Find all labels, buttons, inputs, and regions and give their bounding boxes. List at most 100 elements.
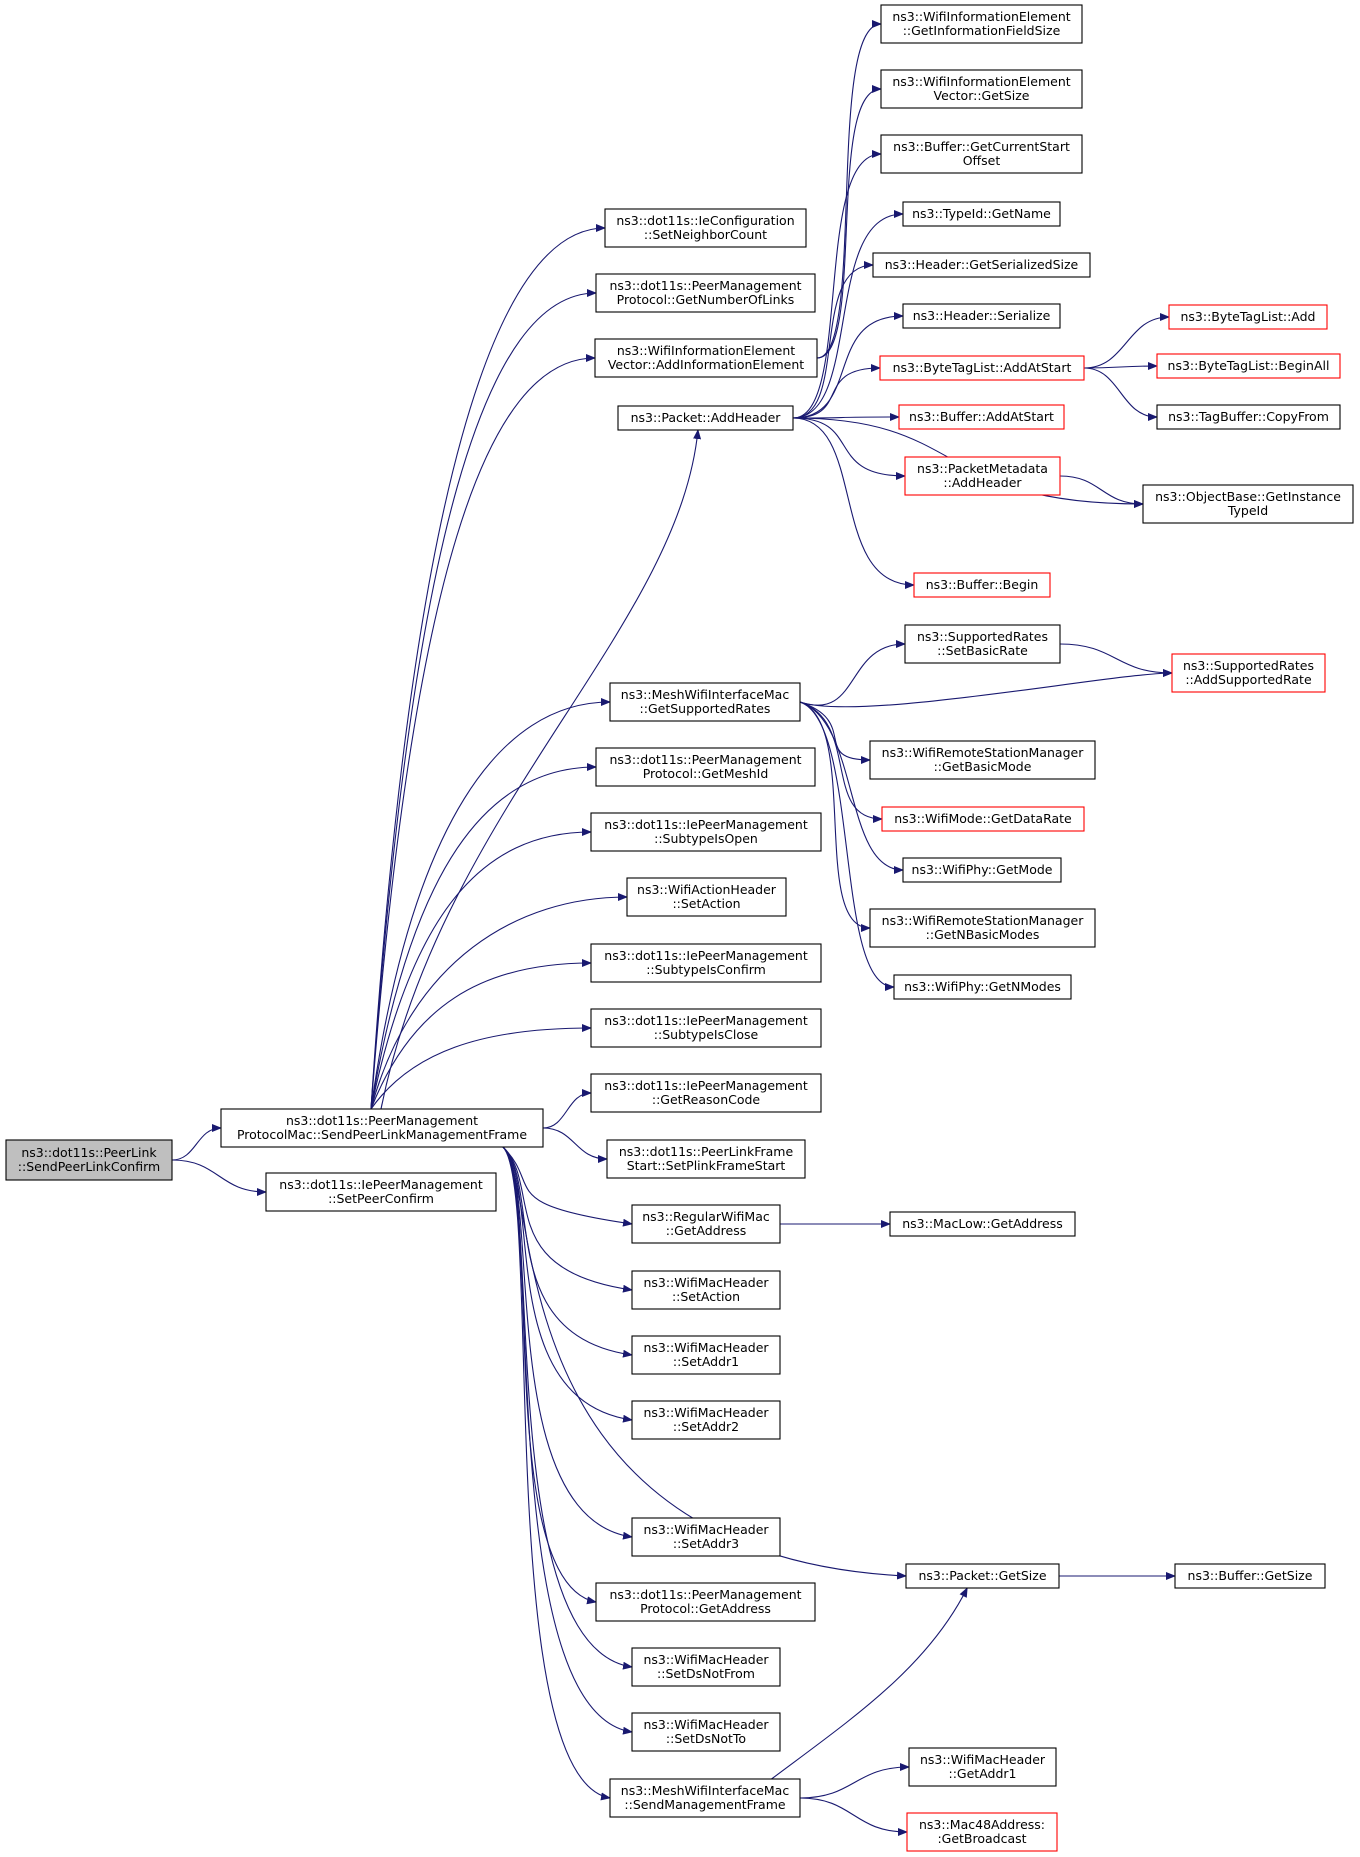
- node-box: [879, 355, 1085, 381]
- graph-node-pmaddheader[interactable]: ns3::PacketMetadata::AddHeader: [904, 456, 1061, 496]
- node-label-line: ns3::WifiInformationElement: [892, 74, 1070, 89]
- node-box: [595, 1582, 816, 1622]
- node-box: [631, 1712, 781, 1752]
- graph-node-setbasicrate[interactable]: ns3::SupportedRates::SetBasicRate: [904, 624, 1061, 664]
- graph-node-setdsnotto[interactable]: ns3::WifiMacHeader::SetDsNotTo: [631, 1712, 781, 1752]
- graph-node-setplinkframestart[interactable]: ns3::dot11s::PeerLinkFrameStart::SetPlin…: [606, 1139, 806, 1179]
- node-label-line: ns3::dot11s::IePeerManagement: [604, 1078, 808, 1093]
- call-edge-smf-to-addinfo: [370, 354, 596, 1110]
- node-label-line: ::GetNBasicModes: [926, 927, 1040, 942]
- graph-node-getmeshid[interactable]: ns3::dot11s::PeerManagementProtocol::Get…: [595, 747, 816, 787]
- node-box: [631, 1204, 781, 1244]
- graph-node-sendmgmtframe[interactable]: ns3::MeshWifiInterfaceMac::SendManagemen…: [609, 1778, 801, 1818]
- graph-node-subtypeisopen[interactable]: ns3::dot11s::IePeerManagement::SubtypeIs…: [590, 812, 822, 852]
- node-label-line: ns3::ObjectBase::GetInstance: [1155, 489, 1341, 504]
- node-box: [631, 1335, 781, 1375]
- graph-node-getbasicmode[interactable]: ns3::WifiRemoteStationManager::GetBasicM…: [869, 740, 1096, 780]
- graph-node-setdsnotfrom[interactable]: ns3::WifiMacHeader::SetDsNotFrom: [631, 1647, 781, 1687]
- node-box: [606, 1139, 806, 1179]
- graph-node-getinfofieldsize[interactable]: ns3::WifiInformationElement::GetInformat…: [880, 4, 1083, 44]
- graph-node-getnbasicmodes[interactable]: ns3::WifiRemoteStationManager::GetNBasic…: [869, 908, 1096, 948]
- node-box: [880, 69, 1083, 109]
- graph-node-setaddr2[interactable]: ns3::WifiMacHeader::SetAddr2: [631, 1400, 781, 1440]
- graph-node-bufferaddatstart[interactable]: ns3::Buffer::AddAtStart: [898, 404, 1065, 430]
- node-label-line: ns3::dot11s::IePeerManagement: [604, 1013, 808, 1028]
- graph-node-pmpgetaddress[interactable]: ns3::dot11s::PeerManagementProtocol::Get…: [595, 1582, 816, 1622]
- call-edge-smf-to-actionsetaction: [370, 893, 628, 1110]
- call-edge-root-to-setpeerconfirm: [171, 1159, 267, 1196]
- graph-node-setaddr3[interactable]: ns3::WifiMacHeader::SetAddr3: [631, 1517, 781, 1557]
- graph-node-regulargetaddress[interactable]: ns3::RegularWifiMac::GetAddress: [631, 1204, 781, 1244]
- graph-node-setpeerconfirm[interactable]: ns3::dot11s::IePeerManagement::SetPeerCo…: [265, 1172, 497, 1212]
- node-label-line: ns3::dot11s::PeerManagement: [609, 278, 801, 293]
- graph-node-machdrsetaction[interactable]: ns3::WifiMacHeader::SetAction: [631, 1270, 781, 1310]
- node-box: [904, 624, 1061, 664]
- node-label-line: ns3::WifiPhy::GetNModes: [904, 979, 1061, 994]
- graph-node-tagbuffercopyfrom[interactable]: ns3::TagBuffer::CopyFrom: [1156, 404, 1341, 430]
- graph-node-getbroadcast[interactable]: ns3::Mac48Address::GetBroadcast: [906, 1812, 1058, 1852]
- call-edge-addheader-to-bufferbegin: [792, 417, 915, 589]
- node-label-line: ::SendManagementFrame: [624, 1797, 786, 1812]
- node-label-line: ::SetAction: [672, 1289, 740, 1304]
- graph-node-actionsetaction[interactable]: ns3::WifiActionHeader::SetAction: [626, 877, 787, 917]
- call-edge-addheader-to-typeidgetname: [792, 210, 904, 419]
- graph-node-headerserialize[interactable]: ns3::Header::Serialize: [902, 303, 1061, 329]
- graph-node-packetgetsize[interactable]: ns3::Packet::GetSize: [905, 1563, 1060, 1589]
- graph-node-btlbeginall[interactable]: ns3::ByteTagList::BeginAll: [1156, 353, 1341, 379]
- node-label-line: ns3::WifiActionHeader: [637, 882, 777, 897]
- graph-node-bufferbegin[interactable]: ns3::Buffer::Begin: [913, 572, 1051, 598]
- graph-node-subtypeisconfirm[interactable]: ns3::dot11s::IePeerManagement::SubtypeIs…: [590, 943, 822, 983]
- call-edge-addinfo-to-getinfofieldsize: [816, 20, 882, 359]
- graph-node-getdatarate[interactable]: ns3::WifiMode::GetDataRate: [881, 806, 1085, 832]
- node-label-line: ns3::TagBuffer::CopyFrom: [1168, 409, 1329, 424]
- call-edge-btladdatstart-to-btlbeginall: [1083, 362, 1158, 371]
- node-box: [869, 740, 1096, 780]
- node-label-line: ::SetPeerConfirm: [328, 1191, 434, 1206]
- node-label-line: Vector::AddInformationElement: [608, 357, 804, 372]
- call-edge-smf-to-machdrsetaction: [502, 1146, 633, 1293]
- graph-node-getaddr1[interactable]: ns3::WifiMacHeader::GetAddr1: [908, 1747, 1057, 1787]
- graph-node-addheader[interactable]: ns3::Packet::AddHeader: [617, 405, 794, 431]
- node-box: [913, 572, 1051, 598]
- node-box: [590, 1073, 822, 1113]
- graph-node-getnmodes[interactable]: ns3::WifiPhy::GetNModes: [893, 974, 1072, 1000]
- node-label-line: ::SendPeerLinkConfirm: [18, 1159, 160, 1174]
- graph-node-maclowgetaddress[interactable]: ns3::MacLow::GetAddress: [889, 1211, 1076, 1237]
- graph-node-getsupportedrates[interactable]: ns3::MeshWifiInterfaceMac::GetSupportedR…: [609, 682, 801, 722]
- node-label-line: ns3::dot11s::IeConfiguration: [616, 213, 794, 228]
- call-edge-smf-to-sendmgmtframe: [502, 1146, 611, 1801]
- node-label-line: ns3::WifiRemoteStationManager: [882, 745, 1085, 760]
- node-label-line: ns3::MeshWifiInterfaceMac: [621, 1783, 790, 1798]
- graph-node-buffergetsize[interactable]: ns3::Buffer::GetSize: [1174, 1563, 1326, 1589]
- graph-node-setaddr1[interactable]: ns3::WifiMacHeader::SetAddr1: [631, 1335, 781, 1375]
- graph-node-headerserializedsize[interactable]: ns3::Header::GetSerializedSize: [872, 252, 1091, 278]
- graph-node-addinfo[interactable]: ns3::WifiInformationElementVector::AddIn…: [594, 338, 818, 378]
- graph-node-phygetmode[interactable]: ns3::WifiPhy::GetMode: [902, 857, 1062, 883]
- call-edge-smf-to-regulargetaddress: [502, 1146, 633, 1227]
- graph-node-setneighbor[interactable]: ns3::dot11s::IeConfiguration::SetNeighbo…: [604, 208, 807, 248]
- node-box: [631, 1647, 781, 1687]
- node-label-line: ns3::dot11s::IePeerManagement: [604, 948, 808, 963]
- graph-node-subtypeisclose[interactable]: ns3::dot11s::IePeerManagement::SubtypeIs…: [590, 1008, 822, 1048]
- node-label-line: Offset: [963, 153, 1001, 168]
- graph-node-typeidgetname[interactable]: ns3::TypeId::GetName: [902, 201, 1061, 227]
- node-label-line: ns3::PacketMetadata: [917, 461, 1048, 476]
- node-label-line: ::SetAddr3: [673, 1536, 739, 1551]
- graph-node-btladdatstart[interactable]: ns3::ByteTagList::AddAtStart: [879, 355, 1085, 381]
- node-box: [881, 806, 1085, 832]
- call-edge-smf-to-setaddr3: [502, 1146, 633, 1540]
- graph-node-smf[interactable]: ns3::dot11s::PeerManagementProtocolMac::…: [220, 1108, 544, 1148]
- graph-node-btladd[interactable]: ns3::ByteTagList::Add: [1168, 304, 1328, 330]
- node-label-line: ns3::WifiMode::GetDataRate: [894, 811, 1072, 826]
- graph-node-getnumlinks[interactable]: ns3::dot11s::PeerManagementProtocol::Get…: [595, 273, 816, 313]
- node-label-line: ::SetBasicRate: [937, 643, 1028, 658]
- graph-node-vecgetsize[interactable]: ns3::WifiInformationElementVector::GetSi…: [880, 69, 1083, 109]
- node-label-line: ns3::WifiMacHeader: [920, 1752, 1046, 1767]
- node-label-line: ::SetAction: [672, 896, 740, 911]
- graph-node-getreasoncode[interactable]: ns3::dot11s::IePeerManagement::GetReason…: [590, 1073, 822, 1113]
- node-label-line: ns3::dot11s::IePeerManagement: [279, 1177, 483, 1192]
- graph-node-addsupportedrate[interactable]: ns3::SupportedRates::AddSupportedRate: [1171, 653, 1326, 693]
